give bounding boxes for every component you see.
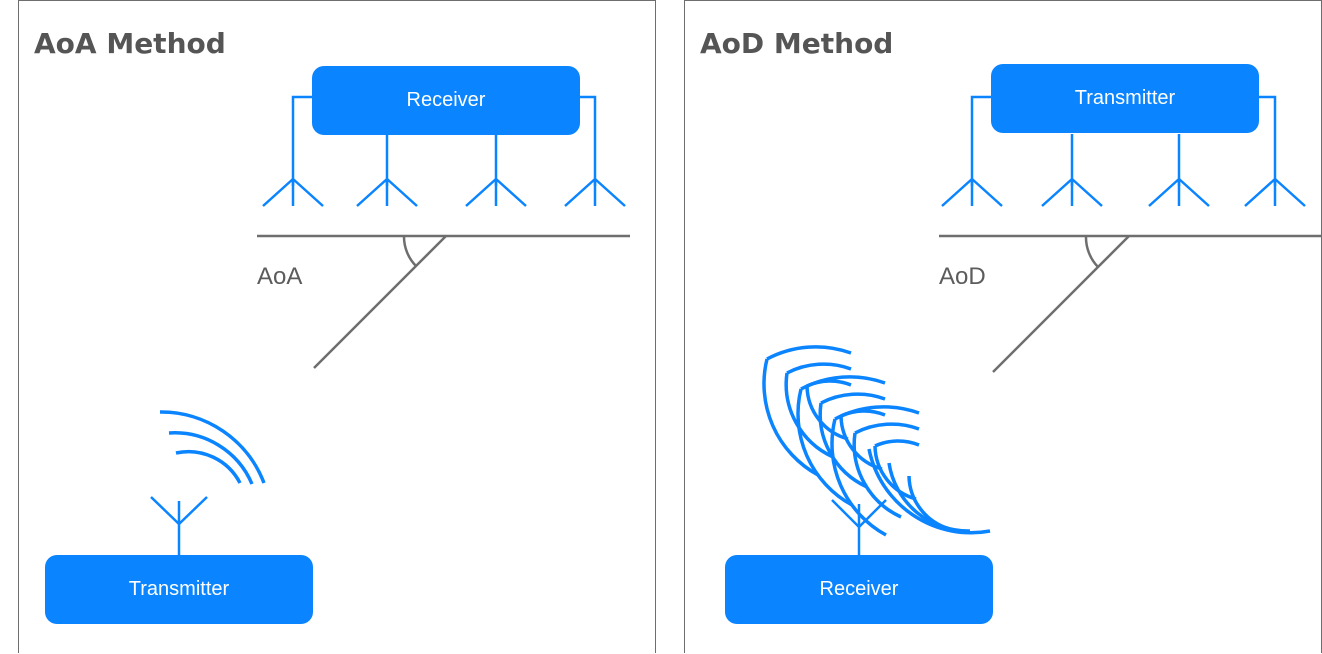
panel-title: AoD Method: [700, 27, 894, 60]
signal-direction-line: [992, 235, 1130, 373]
aoa-method-panel: AoA Method Receiver AoA Transmitter: [18, 0, 656, 653]
single-antenna-icon: [831, 499, 887, 557]
antenna-array: [262, 95, 626, 207]
signal-waves-icon: [159, 410, 266, 485]
transmitter-box: Transmitter: [991, 64, 1259, 133]
antenna-element-icon: [262, 178, 324, 207]
receiver-label: Receiver: [406, 89, 486, 111]
transmitter-label: Transmitter: [128, 578, 230, 600]
receiver-label: Receiver: [819, 578, 899, 600]
array-feed-right: [579, 95, 597, 186]
aoa-diagram: [150, 95, 630, 557]
aoa-angle-label: AoA: [257, 263, 303, 290]
panel-title: AoA Method: [34, 27, 226, 60]
antenna-element-icon: [1148, 178, 1210, 207]
antenna-element-icon: [465, 178, 527, 207]
aod-method-panel: AoD Method Transmitter AoD Receiver: [684, 0, 1322, 653]
angle-arc: [402, 235, 417, 267]
receiver-box: Receiver: [312, 66, 580, 135]
single-antenna-icon: [150, 496, 208, 557]
departing-waves-icon: [762, 345, 991, 537]
antenna-element-icon: [941, 178, 1003, 207]
array-feed-left: [970, 95, 993, 186]
antenna-element-icon: [1041, 178, 1103, 207]
antenna-element-icon: [564, 178, 626, 207]
aod-diagram: [762, 95, 1322, 557]
signal-direction-line: [313, 235, 447, 369]
antenna-array: [941, 95, 1306, 207]
transmitter-label: Transmitter: [1074, 87, 1176, 109]
array-feed-right: [1258, 95, 1277, 186]
wave-group: [867, 448, 991, 535]
wave-group: [830, 405, 920, 537]
receiver-box: Receiver: [725, 555, 993, 624]
antenna-element-icon: [356, 178, 418, 207]
aod-angle-label: AoD: [939, 263, 986, 290]
transmitter-box: Transmitter: [45, 555, 313, 624]
angle-arc: [1084, 235, 1099, 268]
array-feed-left: [291, 95, 314, 186]
antenna-element-icon: [1244, 178, 1306, 207]
